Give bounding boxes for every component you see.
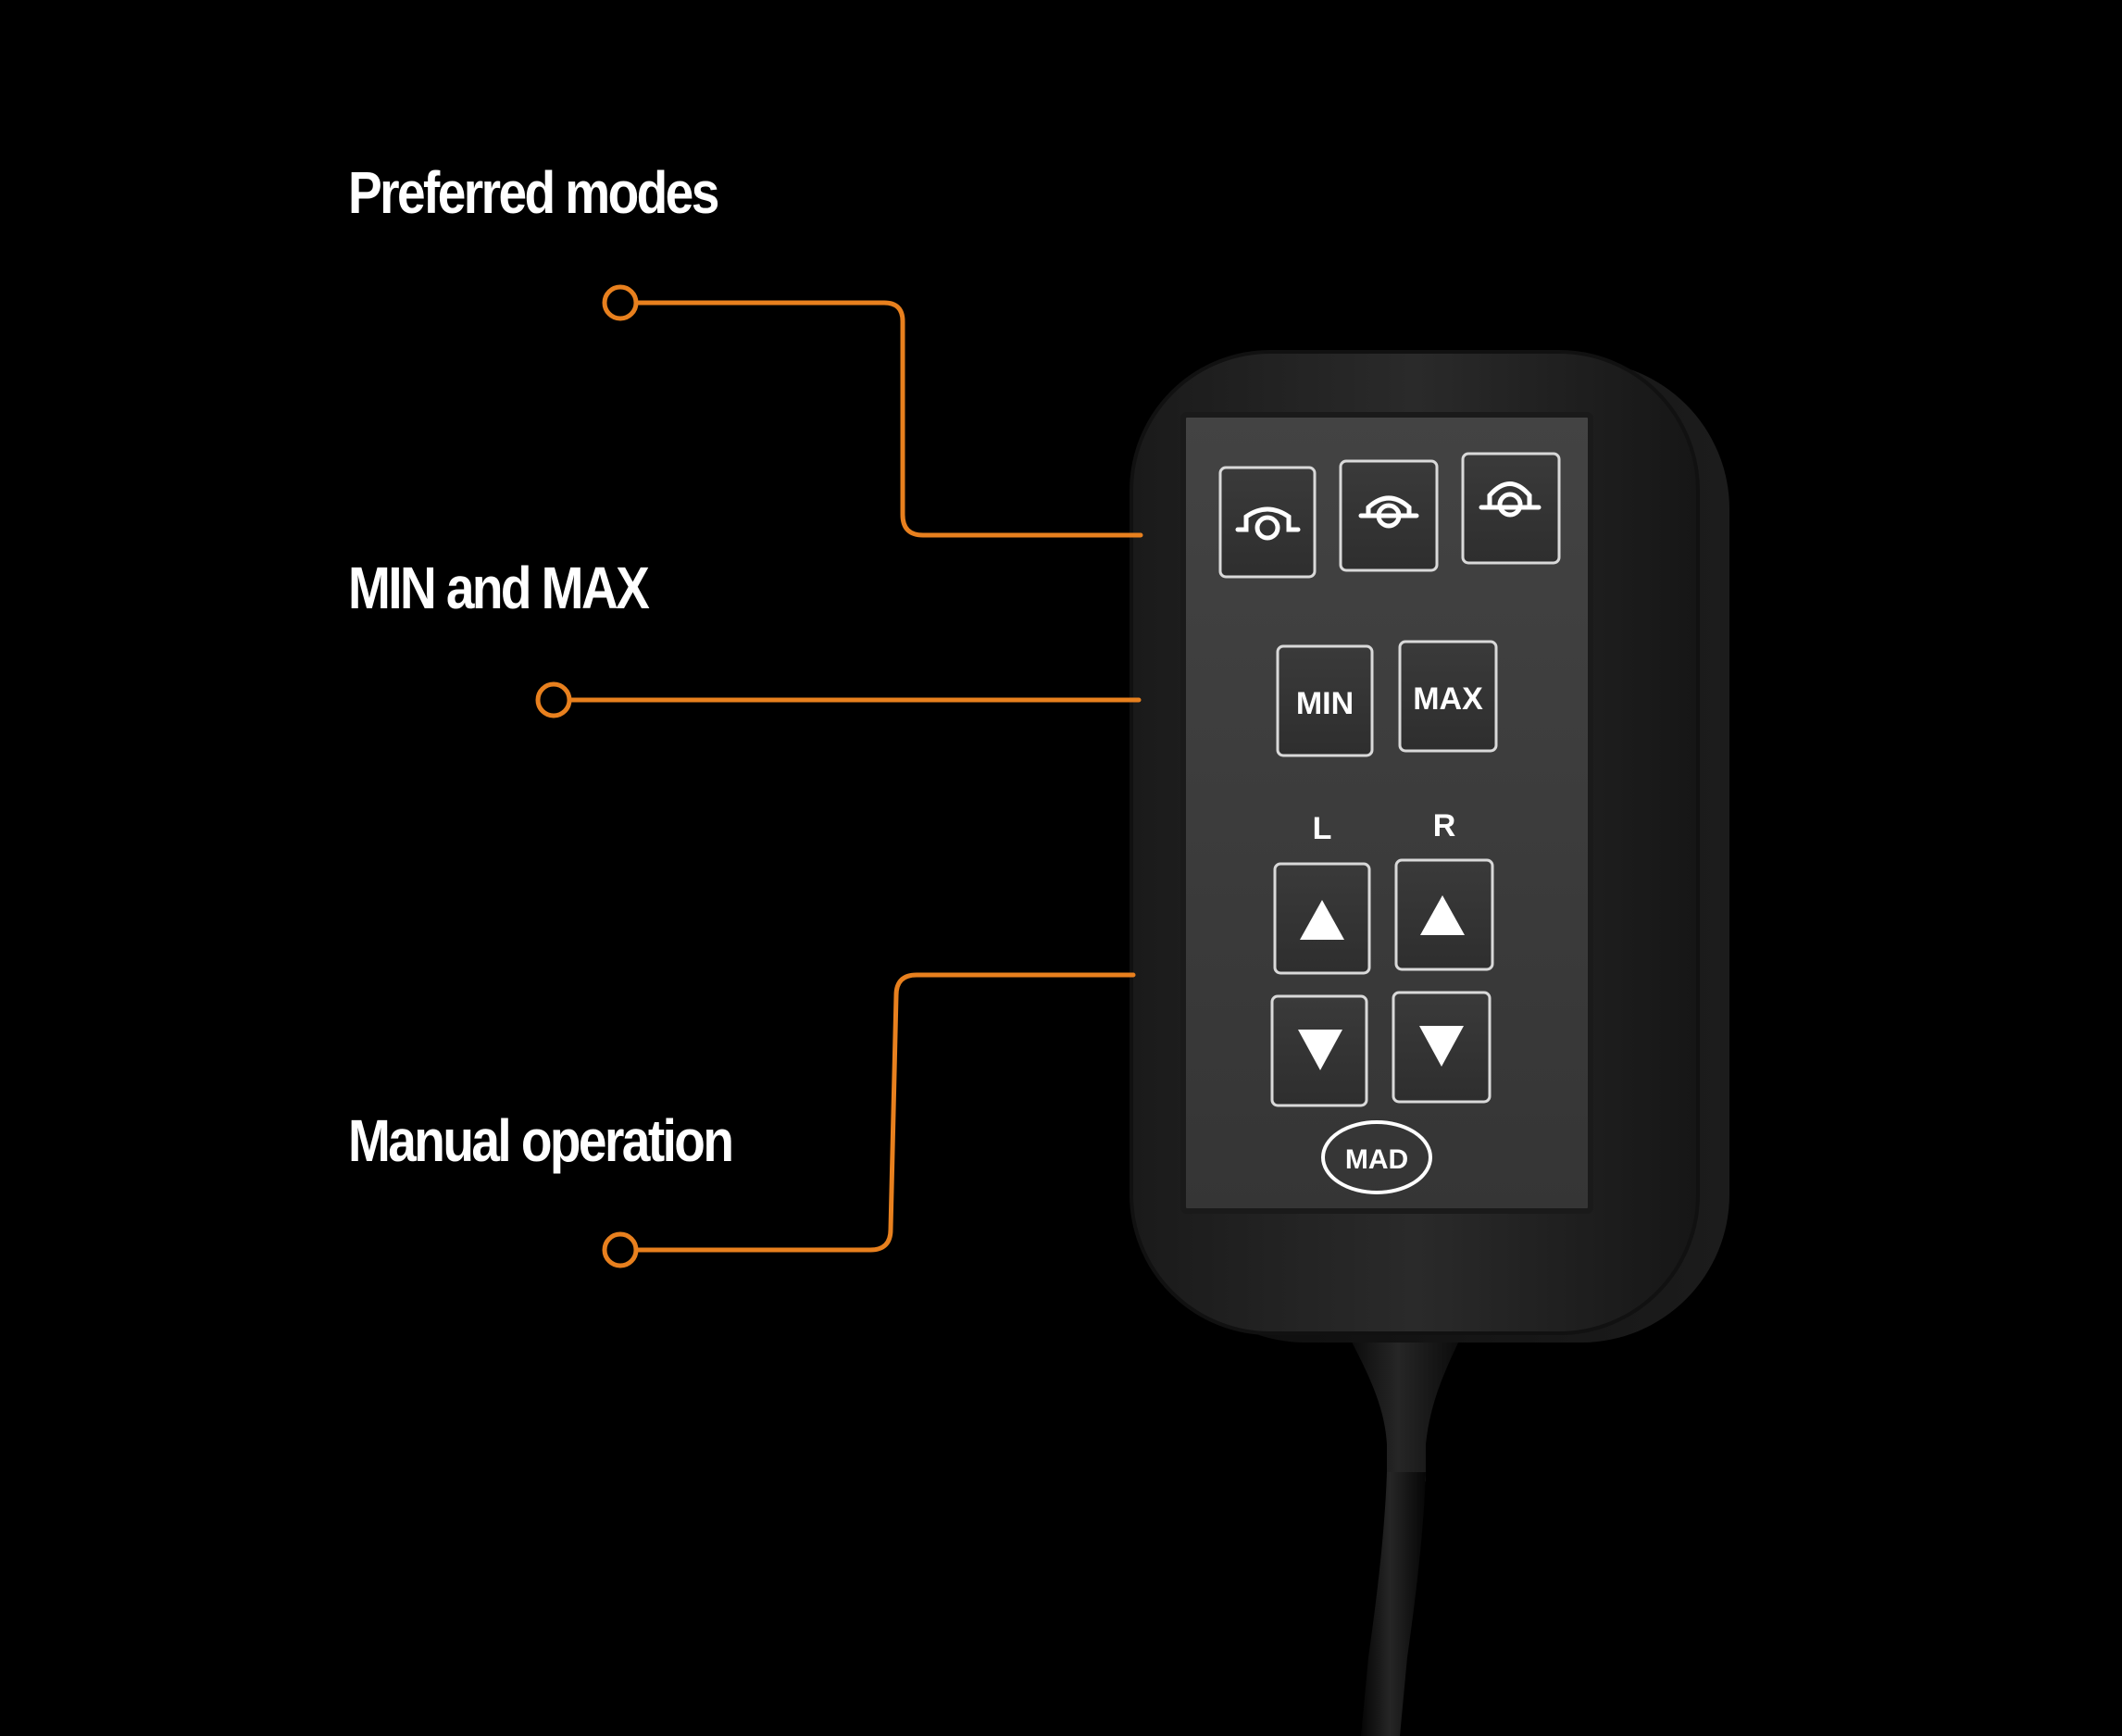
max-button[interactable]: MAX: [1398, 640, 1498, 753]
connector-dot-manual-operation: [602, 1231, 639, 1268]
right-up-button[interactable]: [1394, 858, 1494, 971]
connector-line-manual-operation: [633, 972, 1136, 1253]
mode-mid-icon: [1358, 495, 1419, 529]
right-label: R: [1433, 808, 1456, 843]
left-label: L: [1313, 811, 1332, 846]
connector-dot-min-max: [535, 681, 572, 718]
brand-logo: MAD: [1321, 1120, 1432, 1194]
arrow-up-icon: [1420, 895, 1465, 935]
connector-dot-preferred-modes: [602, 284, 639, 321]
mode-low-icon: [1235, 506, 1301, 541]
callout-label-preferred-modes: Preferred modes: [348, 159, 719, 226]
arrow-up-icon: [1300, 900, 1344, 940]
mode-key-3[interactable]: [1461, 452, 1561, 565]
left-down-button[interactable]: [1270, 994, 1368, 1107]
mode-key-1[interactable]: [1218, 466, 1317, 579]
callout-label-manual-operation: Manual operation: [348, 1107, 734, 1174]
logo-text: MAD: [1345, 1144, 1408, 1175]
max-label: MAX: [1413, 681, 1483, 717]
min-label: MIN: [1296, 686, 1354, 721]
cable: [1338, 1315, 1472, 1736]
connector-line-preferred-modes: [633, 300, 1143, 538]
callout-label-min-max: MIN and MAX: [348, 555, 650, 621]
min-button[interactable]: MIN: [1276, 644, 1374, 757]
callout-connectors: [535, 284, 1143, 1268]
arrow-down-icon: [1419, 1026, 1464, 1067]
mode-high-icon: [1479, 481, 1542, 518]
left-up-button[interactable]: [1273, 862, 1371, 975]
mode-key-2[interactable]: [1339, 459, 1439, 572]
right-down-button[interactable]: [1392, 991, 1492, 1104]
arrow-down-icon: [1298, 1030, 1342, 1070]
